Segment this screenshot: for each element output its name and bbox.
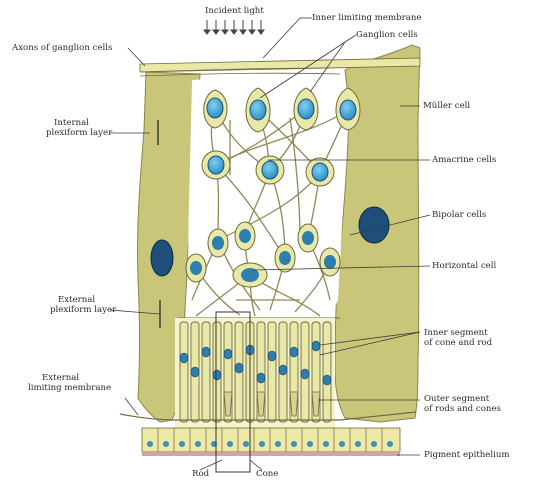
cone-label: Cone [256,469,278,479]
external-limiting-membrane-label-2: limiting membrane [28,383,111,393]
outer-segment-label-2: of rods and cones [424,404,501,414]
ganglion-cells-label: Ganglion cells [356,30,418,40]
axons-of-ganglion-cells-label: Axons of ganglion cells [12,43,112,53]
external-plexiform-layer-label-1: External [58,295,95,305]
amacrine-cells-label: Amacrine cells [432,155,496,165]
photoreceptor-layer [175,318,335,428]
internal-plexiform-layer-label-1: Internal [54,118,89,128]
muller-nucleus-right [359,207,389,243]
inner-limiting-membrane-label: Inner limiting membrane [312,13,422,23]
external-limiting-membrane-label-1: External [42,373,79,383]
bipolar-cells-label: Bipolar cells [432,210,486,220]
muller-nucleus-left [151,240,173,276]
pigment-epithelium [142,428,400,456]
muller-cell-label: Müller cell [423,101,470,111]
horizontal-cell-label: Horizontal cell [432,261,496,271]
incident-light-arrows [204,20,264,34]
inner-segment-label-1: Inner segment [424,328,488,338]
horizontal-cell [233,263,267,287]
external-plexiform-layer-label-2: plexiform layer [50,305,116,315]
incident-light-label: Incident light [205,6,264,16]
inner-segment-label-2: of cone and rod [424,338,492,348]
outer-segment-label-1: Outer segment [424,394,489,404]
rod-label: Rod [192,469,209,479]
internal-plexiform-layer-label-2: plexiform layer [46,128,112,138]
pigment-epithelium-label: Pigment epithelium [424,450,510,460]
